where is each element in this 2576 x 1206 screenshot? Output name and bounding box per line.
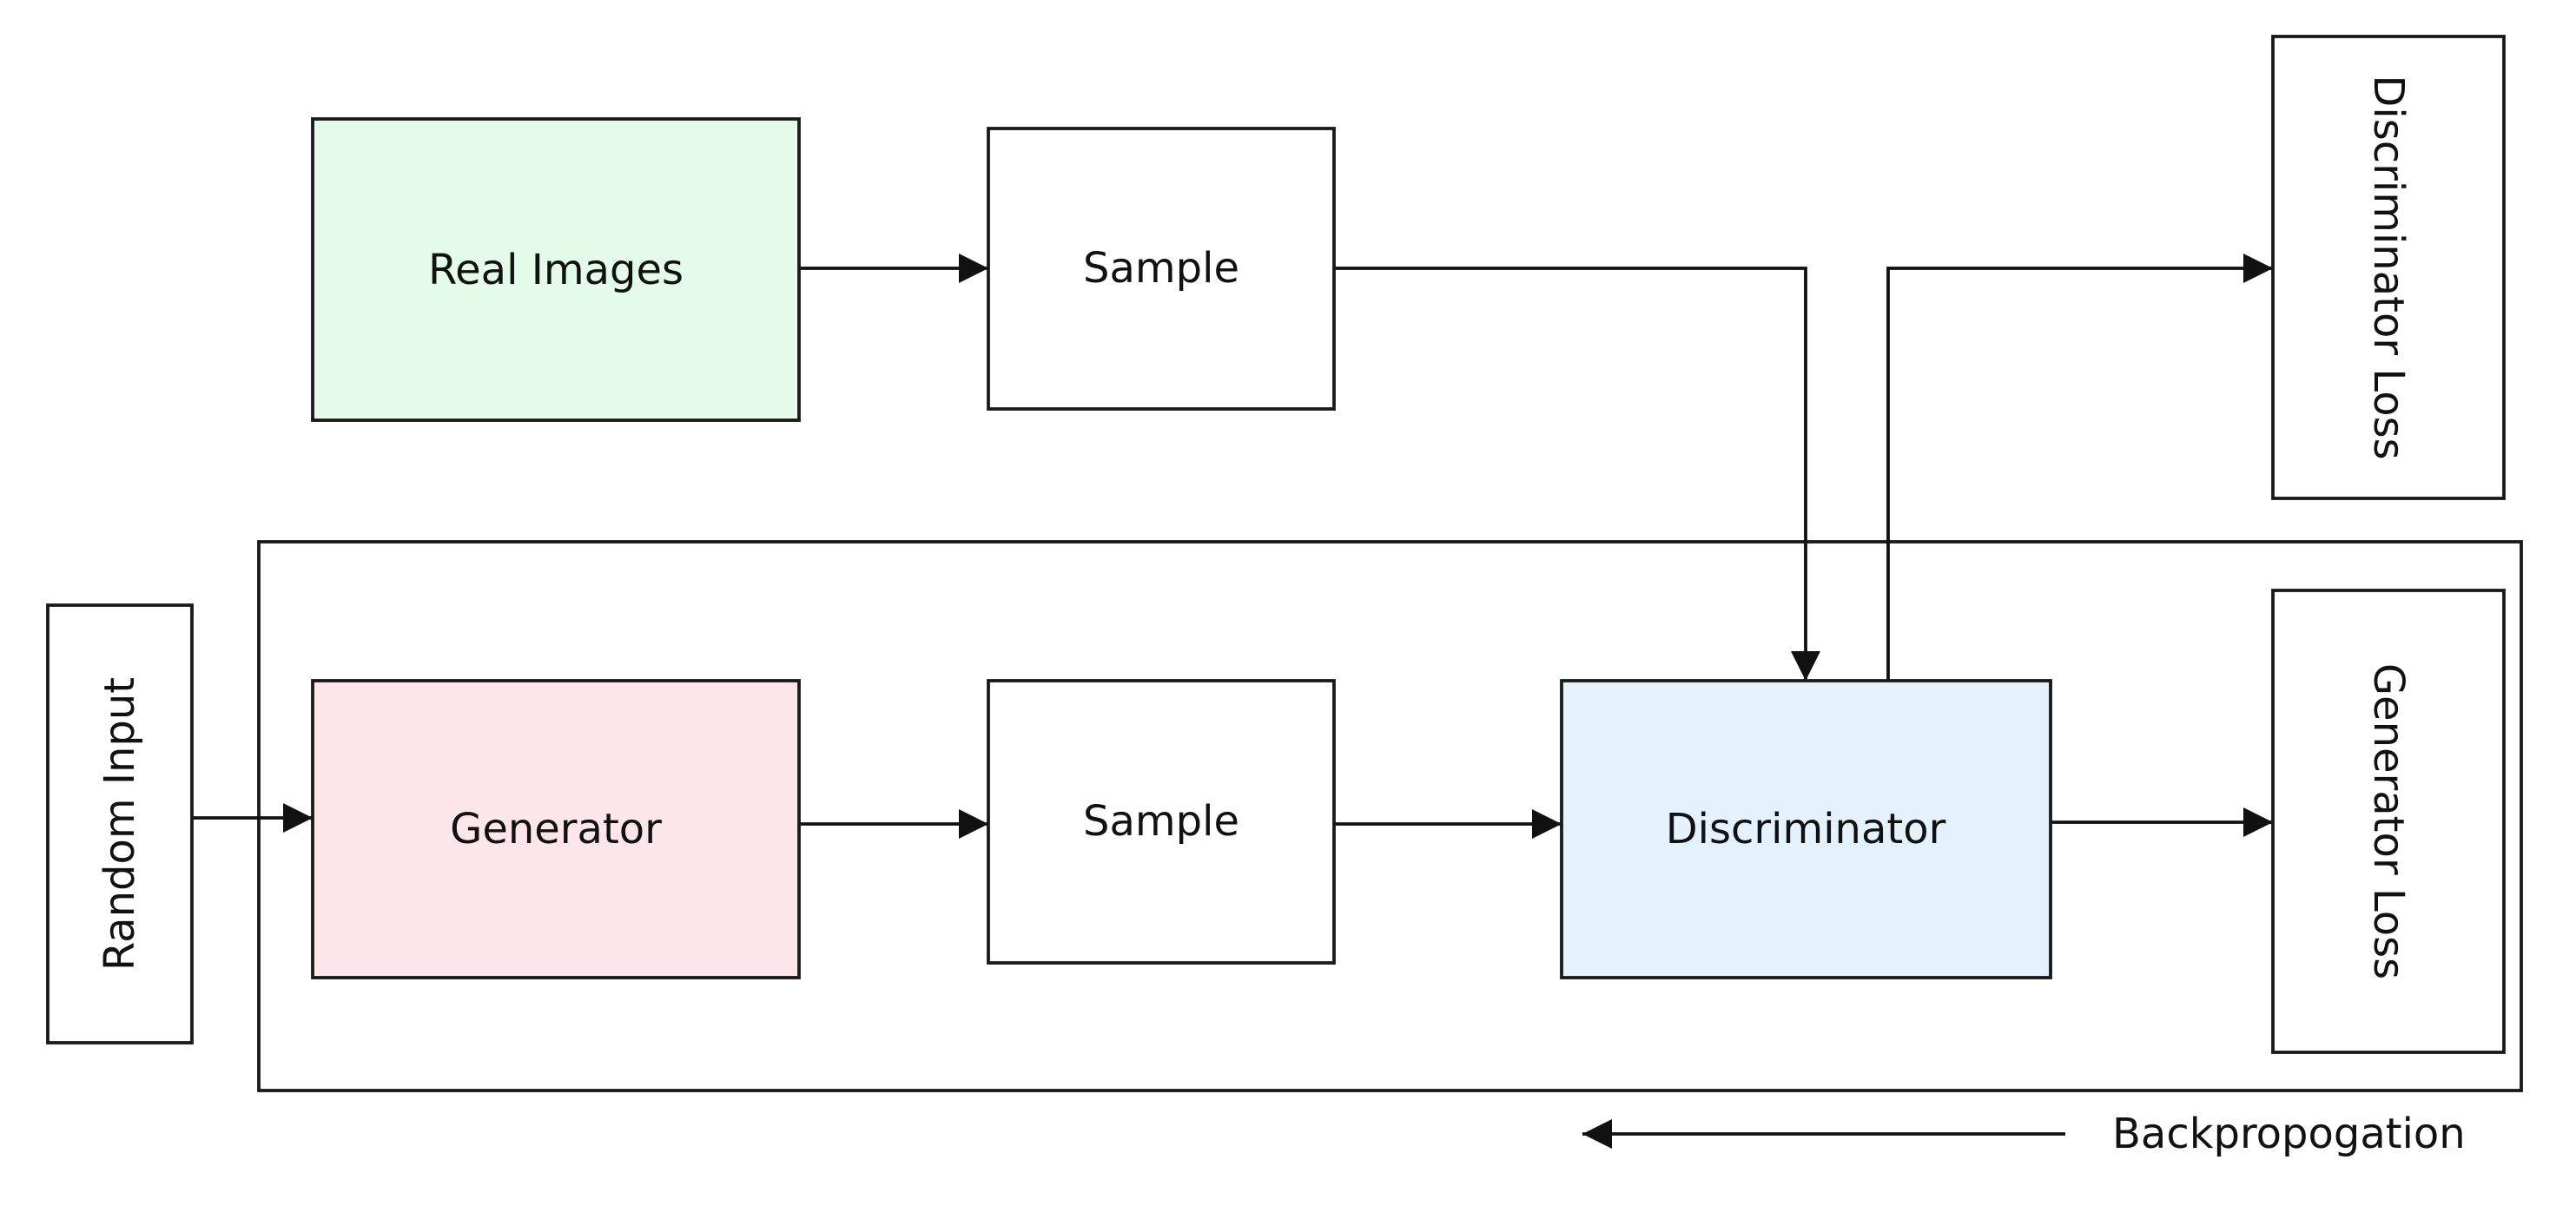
node-generator: Generator [311, 679, 801, 979]
discriminator-label: Discriminator [1666, 805, 1946, 853]
generator-pipeline-frame [257, 540, 2523, 1092]
node-discriminator: Discriminator [1560, 679, 2052, 979]
node-real-images: Real Images [311, 117, 801, 422]
backpropagation-label: Backpropogation [2112, 1110, 2466, 1158]
node-discriminator-loss: Discriminator Loss [2271, 35, 2506, 500]
generator-loss-label: Generator Loss [2364, 663, 2413, 979]
real-images-label: Real Images [428, 246, 684, 294]
sample-fake-label: Sample [1083, 797, 1239, 846]
node-sample-fake: Sample [987, 679, 1336, 965]
sample-real-box [987, 127, 1336, 411]
real-images-box [311, 117, 801, 422]
discriminator-box [1560, 679, 2052, 979]
node-generator-loss: Generator Loss [2271, 589, 2506, 1054]
random-input-box [46, 603, 194, 1045]
sample-fake-box [987, 679, 1336, 965]
discriminator-loss-label: Discriminator Loss [2364, 75, 2413, 459]
generator-loss-box [2271, 589, 2506, 1054]
connectors [192, 254, 2273, 1149]
node-random-input: Random Input [46, 603, 194, 1045]
edge-sample-to-discriminator [1334, 267, 1820, 681]
discriminator-loss-box [2271, 35, 2506, 500]
edge-discriminator-to-discriminator-loss [1886, 254, 2273, 681]
random-input-label: Random Input [96, 677, 144, 971]
node-sample-real: Sample [987, 127, 1336, 411]
sample-real-label: Sample [1083, 244, 1239, 293]
generator-box [311, 679, 801, 979]
generator-label: Generator [450, 805, 662, 853]
